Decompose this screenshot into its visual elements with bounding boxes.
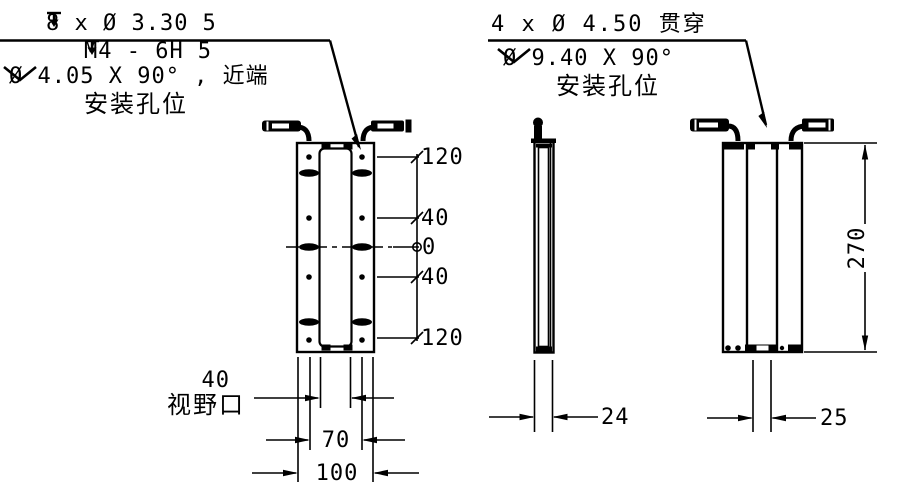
rear-left-cable-icon <box>690 118 741 142</box>
callout-left-line2-depth: 5 <box>197 39 212 64</box>
callout-right-line1-text: 4 x Ø 4.50 贯穿 <box>491 12 707 37</box>
dim-label-100: 100 <box>315 461 359 486</box>
rear-right-cable-icon <box>788 118 834 142</box>
ordinate-ticks <box>410 150 424 345</box>
callout-right-line3: 安装孔位 <box>556 72 660 100</box>
leader-line-right <box>488 39 768 128</box>
dim-label-40-bottom: 40 <box>421 265 450 290</box>
ordinate-origin-icon <box>411 242 422 253</box>
callout-right-line2-text: Ø 9.40 X 90° <box>503 46 674 71</box>
side-depth-dimension <box>489 360 598 432</box>
callout-left-line3-text: Ø 4.05 X 90° , 近端 <box>9 64 269 89</box>
front-left-cable-icon <box>262 120 312 142</box>
dim-label-0: 0 <box>422 235 437 260</box>
callout-right-line1: 4 x Ø 4.50 贯穿 <box>491 12 707 37</box>
height-dimension <box>804 142 877 353</box>
dim-label-25: 25 <box>820 406 849 431</box>
callout-right-line2: Ø 9.40 X 90° <box>496 46 674 71</box>
callout-left-line1: 8 x Ø 3.30 5 <box>46 11 217 36</box>
ordinate-dimension <box>377 150 424 345</box>
dim-label-24: 24 <box>601 405 630 430</box>
dim-label-window-name: 视野口 <box>167 391 245 419</box>
callout-left-line2-text: M4 - 6H <box>84 39 184 64</box>
rear-depth-dimension <box>707 360 816 432</box>
callout-left-line1-depth: 5 <box>202 11 217 36</box>
side-view <box>531 117 556 354</box>
dim-label-window-40: 40 <box>201 368 230 393</box>
side-connector-knob-icon <box>533 117 543 128</box>
rear-view <box>690 118 834 354</box>
front-thread-holes <box>306 154 365 343</box>
front-slots <box>299 169 372 326</box>
dim-label-120-bottom: 120 <box>421 326 464 351</box>
dim-label-120-top: 120 <box>421 145 464 170</box>
callout-left-line2: M4 - 6H 5 <box>84 39 212 64</box>
dim-label-270: 270 <box>845 226 870 270</box>
callout-left-line4: 安装孔位 <box>84 90 188 118</box>
front-bottom-dimensions <box>252 357 419 482</box>
front-view <box>262 119 412 354</box>
dim-label-70: 70 <box>321 428 351 453</box>
front-right-cable-icon <box>360 119 412 142</box>
dim-label-40-top: 40 <box>421 206 450 231</box>
callout-left-line3: Ø 4.05 X 90° , 近端 <box>2 64 269 89</box>
callout-left-line1-text: 8 x Ø 3.30 <box>46 11 189 36</box>
